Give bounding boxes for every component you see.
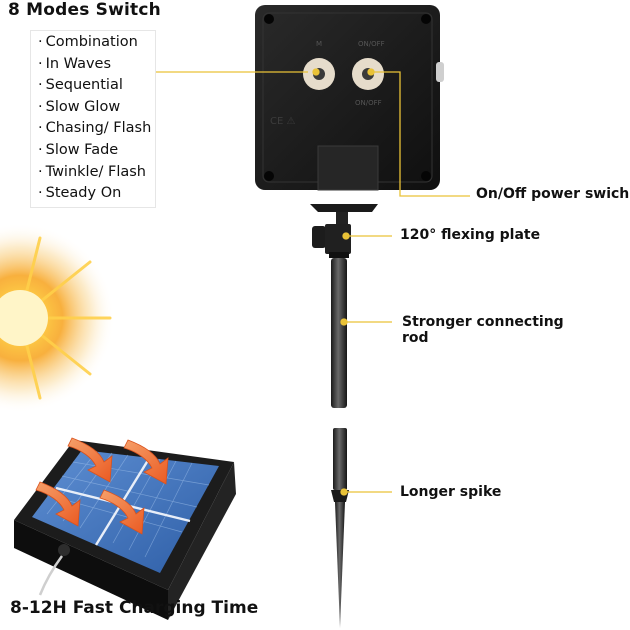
callout-lines <box>155 68 470 496</box>
callout-flexing-plate: 120° flexing plate <box>400 227 541 243</box>
mode-item: Sequential <box>38 75 151 97</box>
mode-item: Chasing/ Flash <box>38 118 152 140</box>
svg-text:ON/OFF: ON/OFF <box>355 99 382 107</box>
svg-text:ON/OFF: ON/OFF <box>358 40 385 48</box>
charging-arrow-icons <box>35 437 169 535</box>
charging-time-title: 8-12H Fast Charging Time <box>10 598 259 618</box>
mode-item: Combination <box>38 32 151 54</box>
modes-title: 8 Modes Switch <box>8 0 161 20</box>
flexing-plate <box>310 204 378 254</box>
svg-text:CE ⚠: CE ⚠ <box>270 116 295 127</box>
svg-text:M: M <box>316 40 322 48</box>
callout-power-switch: On/Off power swich <box>476 186 630 202</box>
connecting-rod <box>329 252 349 408</box>
mode-item: Slow Fade <box>38 140 151 162</box>
solar-panel <box>14 440 236 620</box>
mode-item: In Waves <box>38 54 151 76</box>
sun-icon <box>0 223 115 413</box>
mode-item: Slow Glow <box>38 97 151 119</box>
callout-spike: Longer spike <box>400 484 502 500</box>
mode-item: Twinkle/ Flash <box>38 162 151 184</box>
mode-item: Steady On <box>38 183 151 205</box>
spike <box>331 428 349 628</box>
modes-list: Combination In Waves Sequential Slow Glo… <box>38 32 152 205</box>
controller-box: M ON/OFF ON/OFF CE ⚠ <box>255 5 444 191</box>
callout-connecting-rod: Stronger connecting rod <box>402 314 564 346</box>
